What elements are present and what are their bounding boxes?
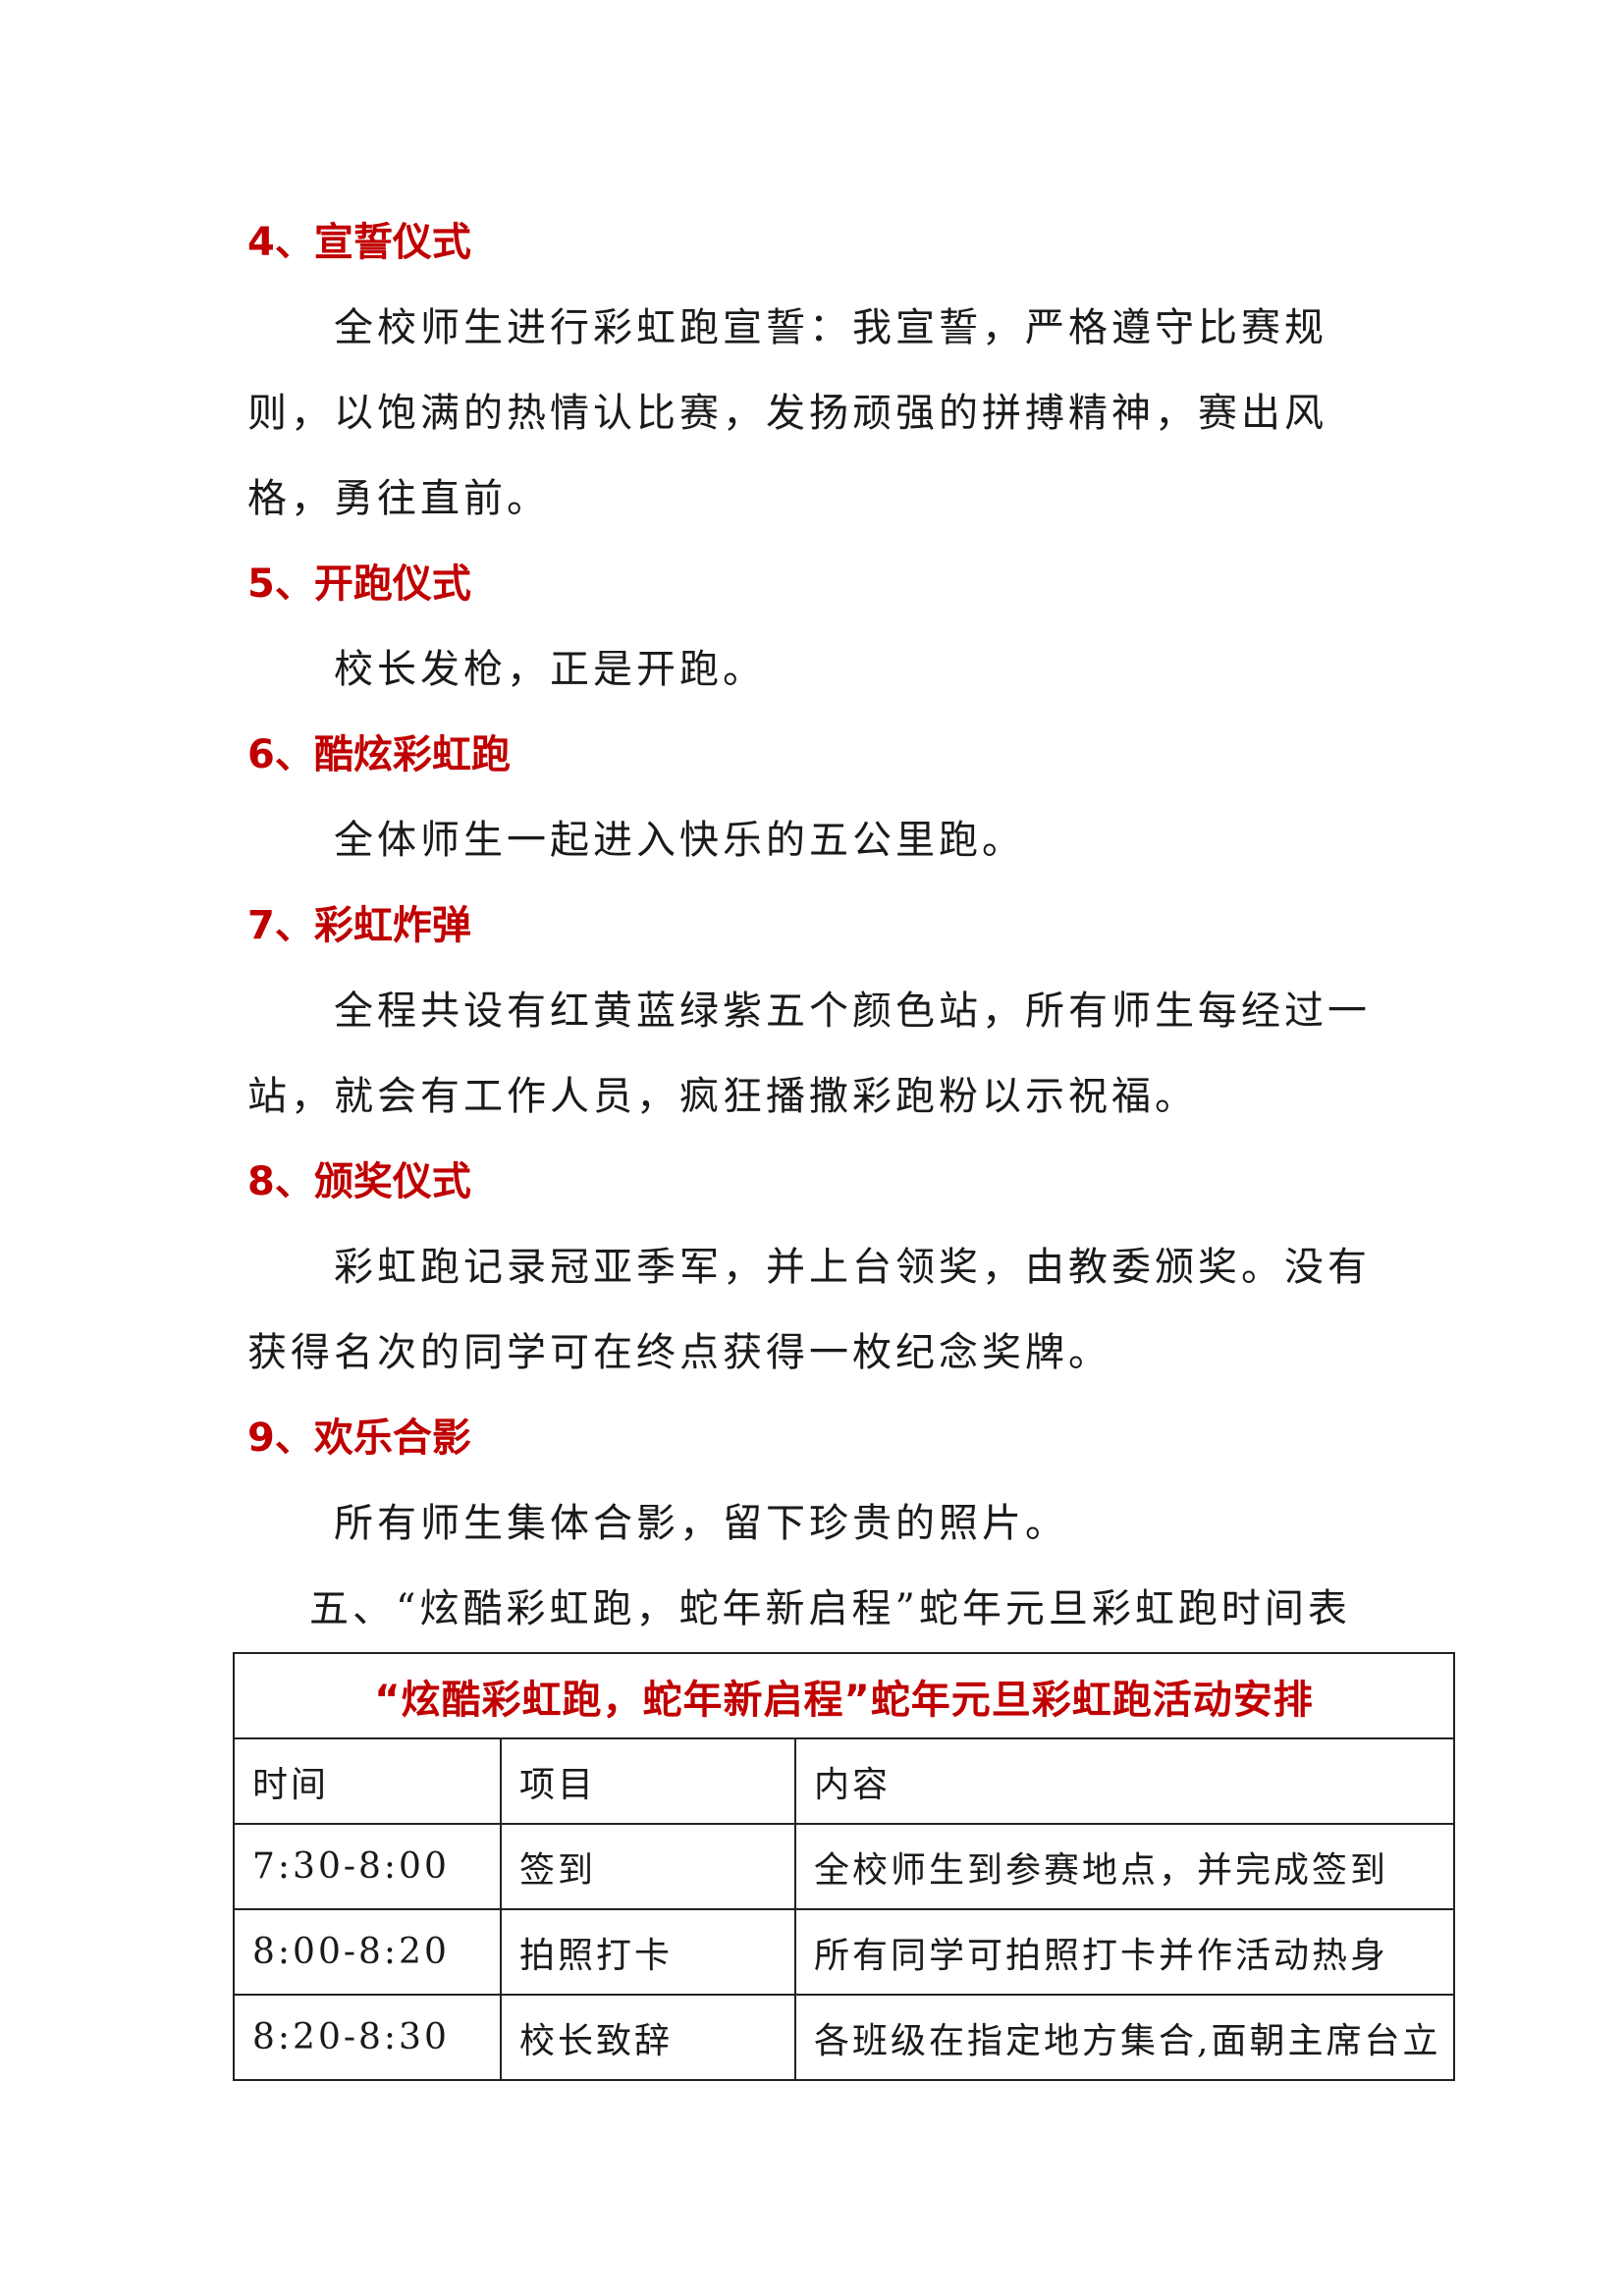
section-paragraph: 全校师生进行彩虹跑宣誓：我宣誓，严格遵守比赛规则，以饱满的热情认比赛，发扬顽强的…	[247, 305, 1327, 521]
table-title: “炫酷彩虹跑，蛇年新启程”蛇年元旦彩虹跑活动安排	[233, 1652, 1455, 1739]
cell-time: 7:30-8:00	[233, 1823, 502, 1910]
header-content: 内容	[794, 1737, 1455, 1825]
table-row: 8:20-8:30 校长致辞 各班级在指定地方集合,面朝主席台立	[233, 1994, 1455, 2081]
table-row: 7:30-8:00 签到 全校师生到参赛地点，并完成签到	[233, 1823, 1455, 1910]
cell-content: 所有同学可拍照打卡并作活动热身	[794, 1908, 1455, 1996]
section-paragraph: 所有师生集体合影，留下珍贵的照片。	[334, 1501, 1068, 1546]
cell-item: 校长致辞	[500, 1994, 796, 2081]
schedule-table: “炫酷彩虹跑，蛇年新启程”蛇年元旦彩虹跑活动安排 时间 项目 内容 7:30-8…	[233, 1652, 1455, 2081]
cell-content: 全校师生到参赛地点，并完成签到	[794, 1823, 1455, 1910]
cell-time: 8:00-8:20	[233, 1908, 502, 1996]
header-item: 项目	[500, 1737, 796, 1825]
section-paragraph: 校长发枪，正是开跑。	[334, 647, 766, 692]
header-time: 时间	[233, 1737, 502, 1825]
cell-item: 拍照打卡	[500, 1908, 796, 1996]
section-heading: 5、开跑仪式	[247, 561, 471, 607]
section-paragraph: 彩虹跑记录冠亚季军，并上台领奖，由教委颁奖。没有获得名次的同学可在终点获得一枚纪…	[247, 1245, 1371, 1375]
section-heading: 4、宣誓仪式	[247, 220, 471, 265]
table-caption: 五、“炫酷彩虹跑，蛇年新启程”蛇年元旦彩虹跑时间表	[309, 1586, 1351, 1631]
section-paragraph: 全程共设有红黄蓝绿紫五个颜色站，所有师生每经过一站，就会有工作人员，疯狂播撒彩跑…	[247, 988, 1371, 1119]
document-body: 4、宣誓仪式 全校师生进行彩虹跑宣誓：我宣誓，严格遵守比赛规则，以饱满的热情认比…	[247, 200, 1377, 1652]
section-paragraph: 全体师生一起进入快乐的五公里跑。	[334, 818, 1025, 863]
table-header-row: 时间 项目 内容	[233, 1737, 1455, 1825]
cell-content: 各班级在指定地方集合,面朝主席台立	[794, 1994, 1455, 2081]
table-row: 8:00-8:20 拍照打卡 所有同学可拍照打卡并作活动热身	[233, 1908, 1455, 1996]
cell-item: 签到	[500, 1823, 796, 1910]
section-heading: 8、颁奖仪式	[247, 1159, 471, 1204]
section-heading: 6、酷炫彩虹跑	[247, 732, 511, 777]
cell-time: 8:20-8:30	[233, 1994, 502, 2081]
table-title-row: “炫酷彩虹跑，蛇年新启程”蛇年元旦彩虹跑活动安排	[233, 1652, 1455, 1739]
section-heading: 9、欢乐合影	[247, 1415, 471, 1461]
section-heading: 7、彩虹炸弹	[247, 903, 471, 948]
